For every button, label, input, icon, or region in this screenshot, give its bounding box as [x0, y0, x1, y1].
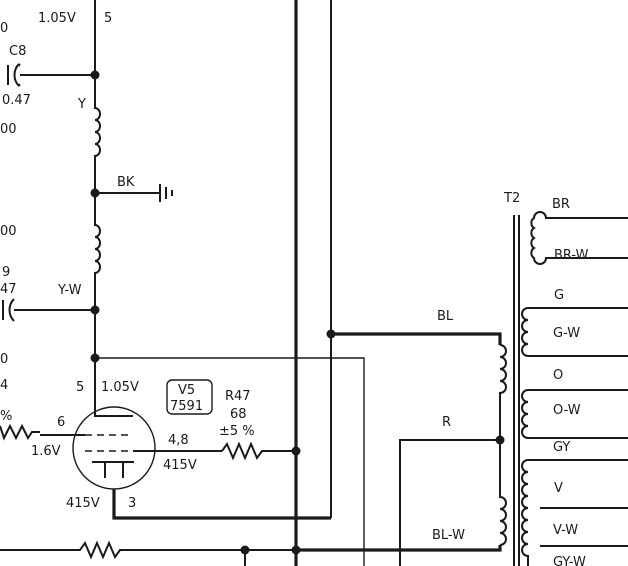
label-heater-voltage: 415V	[66, 496, 100, 511]
left-frag-4: 9	[2, 265, 10, 280]
capacitor-c9-plates	[2, 298, 15, 322]
inductor-y-coil	[94, 100, 101, 193]
label-sec-br-w: BR-W	[554, 248, 589, 263]
wire-pin3	[112, 489, 331, 520]
label-bl: BL	[437, 309, 454, 324]
left-frag-7: 4	[0, 378, 8, 393]
label-sec-o-w: O-W	[553, 403, 581, 418]
label-voltage-top: 1.05V	[38, 11, 76, 26]
label-r47: R47	[225, 389, 251, 404]
label-sec-o: O	[553, 368, 563, 383]
left-frag-3: 00	[0, 224, 17, 239]
t2-core	[513, 215, 520, 566]
label-sec-gy: GY	[553, 440, 570, 455]
label-v5: V5	[178, 383, 195, 398]
label-black: BK	[117, 175, 135, 190]
label-sec-g: G	[554, 288, 564, 303]
left-frag-1: 0	[0, 21, 8, 36]
tube-v5-envelope	[72, 406, 156, 490]
label-bl-w: BL-W	[432, 528, 465, 543]
label-c8: C8	[9, 44, 26, 59]
label-pin5: 5	[76, 380, 84, 395]
label-sec-gy-w: GY-W	[553, 555, 586, 566]
wire-plate-bus	[95, 357, 365, 566]
resistor-r47	[221, 441, 297, 461]
tube-v5-heater	[104, 462, 124, 478]
label-plate-voltage: 1.05V	[101, 380, 139, 395]
inductor-yw-coil	[94, 193, 101, 400]
t2-primary-lower	[499, 440, 507, 546]
label-pin6: 6	[57, 415, 65, 430]
label-r47-value: 68	[230, 407, 247, 422]
label-sec-g-w: G-W	[553, 326, 580, 341]
bus-bottom	[296, 545, 502, 552]
t2-secondary-gy	[521, 459, 628, 566]
label-r47-tolerance: ±5 %	[219, 424, 255, 439]
label-sec-v-w: V-W	[553, 523, 578, 538]
t2-secondary-o	[521, 389, 628, 439]
label-grid-voltage: 1.6V	[31, 444, 61, 459]
label-r: R	[442, 415, 451, 430]
wire-bl	[331, 332, 502, 345]
left-frag-8: %	[0, 409, 12, 424]
label-yellow-white: Y-W	[57, 283, 82, 298]
label-pin3: 3	[128, 496, 136, 511]
t2-secondary-gy-tap	[540, 507, 628, 547]
left-frag-2: 00	[0, 122, 17, 137]
label-pin5-top: 5	[104, 11, 112, 26]
resistor-left-grid	[0, 423, 40, 441]
wire-r	[399, 439, 500, 566]
label-pins48: 4,8	[168, 433, 189, 448]
wire-bottom-left	[0, 540, 296, 560]
t2-primary-upper	[499, 344, 507, 440]
label-sec-br: BR	[552, 197, 570, 212]
tube-v5-plate	[94, 400, 133, 417]
v5-label-box	[166, 379, 213, 415]
label-yellow: Y	[77, 97, 86, 112]
label-v5-type: 7591	[170, 399, 203, 414]
label-screen-voltage: 415V	[163, 458, 197, 473]
capacitor-c8-plates	[7, 63, 20, 87]
left-frag-6: 0	[0, 352, 8, 367]
t2-secondary-br	[530, 211, 628, 265]
ground-bk-symbol	[159, 184, 173, 202]
label-c8-value: 0.47	[2, 93, 31, 108]
label-sec-v: V	[554, 481, 563, 496]
label-t2: T2	[503, 191, 520, 206]
t2-secondary-g	[521, 307, 628, 357]
left-frag-5: 47	[0, 282, 17, 297]
